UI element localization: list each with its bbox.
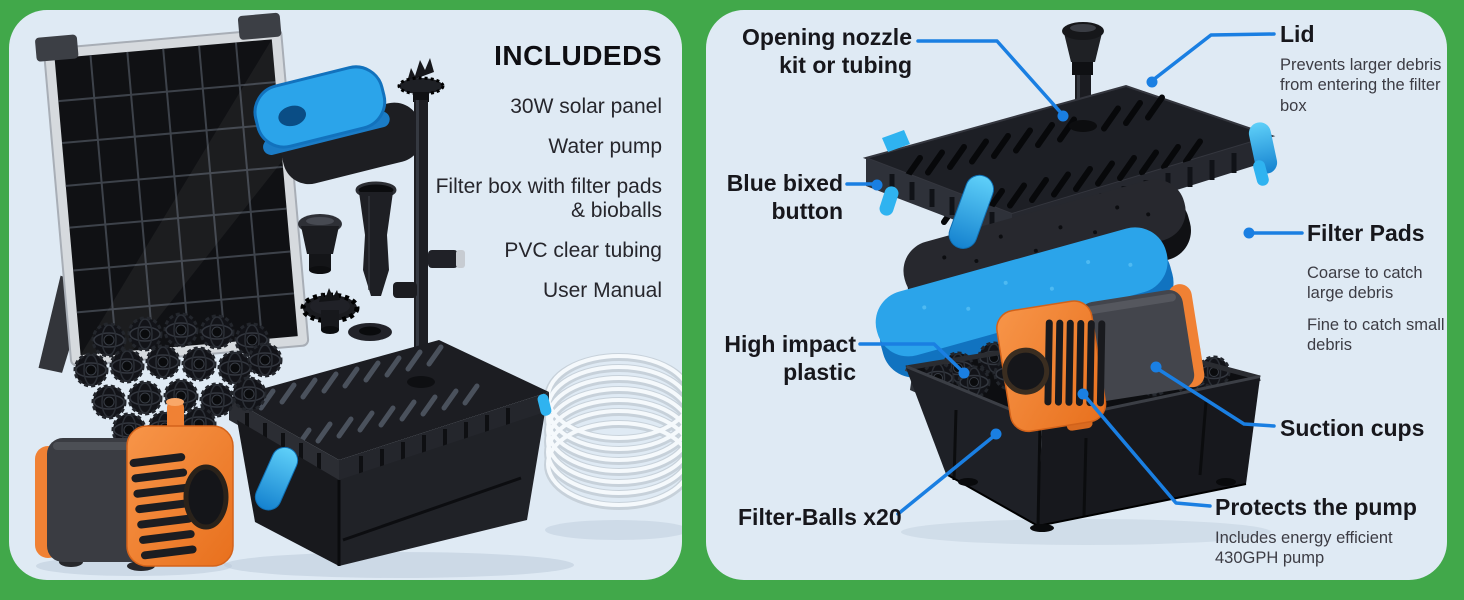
label-blue-fixed-button-title: Blue bixed button [726, 170, 843, 224]
fountain-stem-illustration [393, 58, 465, 384]
list-item: 30W solar panel [510, 95, 662, 118]
filter-pads-illustration [253, 65, 423, 185]
list-item: User Manual [542, 278, 662, 302]
label-filter-balls: Filter-Balls x20 [738, 504, 902, 532]
water-pump-illustration [35, 398, 234, 571]
included-products-illustration [35, 12, 682, 578]
label-lid-title: Lid [1280, 21, 1315, 47]
label-filter-pads-coarse: Coarse to catch large debris [1307, 263, 1423, 303]
includes-title: INCLUDEDS [494, 40, 662, 71]
exploded-filter-box-illustration [845, 22, 1304, 545]
label-opening-nozzle: Opening nozzle kit or tubing [722, 24, 912, 79]
lid-clip-illustration [879, 122, 1278, 249]
label-filter-pads-title: Filter Pads [1307, 220, 1425, 246]
list-item: Filter box with filter pads & bioballs [435, 174, 662, 223]
label-protects-pump-title: Protects the pump [1215, 494, 1417, 520]
label-blue-fixed-button: Blue bixed button [706, 170, 843, 225]
label-lid-subtitle: Prevents larger debris from entering the… [1280, 55, 1442, 115]
label-high-impact-plastic: High impact plastic [706, 331, 856, 386]
includes-list: INCLUDEDS 30W solar panel Water pump Fil… [417, 40, 662, 319]
label-suction-cups: Suction cups [1280, 415, 1424, 443]
leader-lines [845, 32, 1304, 516]
included-items-panel: INCLUDEDS 30W solar panel Water pump Fil… [9, 10, 682, 580]
clear-tubing-illustration [544, 353, 682, 510]
label-filter-pads: Filter Pads Coarse to catch large debris… [1307, 220, 1447, 355]
label-filter-pads-fine: Fine to catch small debris [1307, 315, 1445, 354]
label-opening-nozzle-title: Opening nozzle kit or tubing [742, 24, 912, 78]
exploded-diagram-panel: Opening nozzle kit or tubing Lid Prevent… [706, 10, 1447, 580]
solar-panel-illustration [35, 12, 310, 373]
list-item: Water pump [548, 134, 662, 158]
label-lid: Lid Prevents larger debris from entering… [1280, 21, 1447, 116]
label-filter-balls-title: Filter-Balls x20 [738, 504, 902, 530]
label-suction-cups-title: Suction cups [1280, 415, 1425, 441]
nozzle-kit-illustration [298, 181, 397, 341]
filter-box-illustration [229, 340, 552, 566]
label-protects-pump: Protects the pump Includes energy effici… [1215, 494, 1430, 569]
list-item: PVC clear tubing [504, 239, 662, 263]
label-high-impact-plastic-title: High impact plastic [724, 331, 856, 385]
label-protects-pump-subtitle: Includes energy efficient 430GPH pump [1215, 528, 1393, 568]
